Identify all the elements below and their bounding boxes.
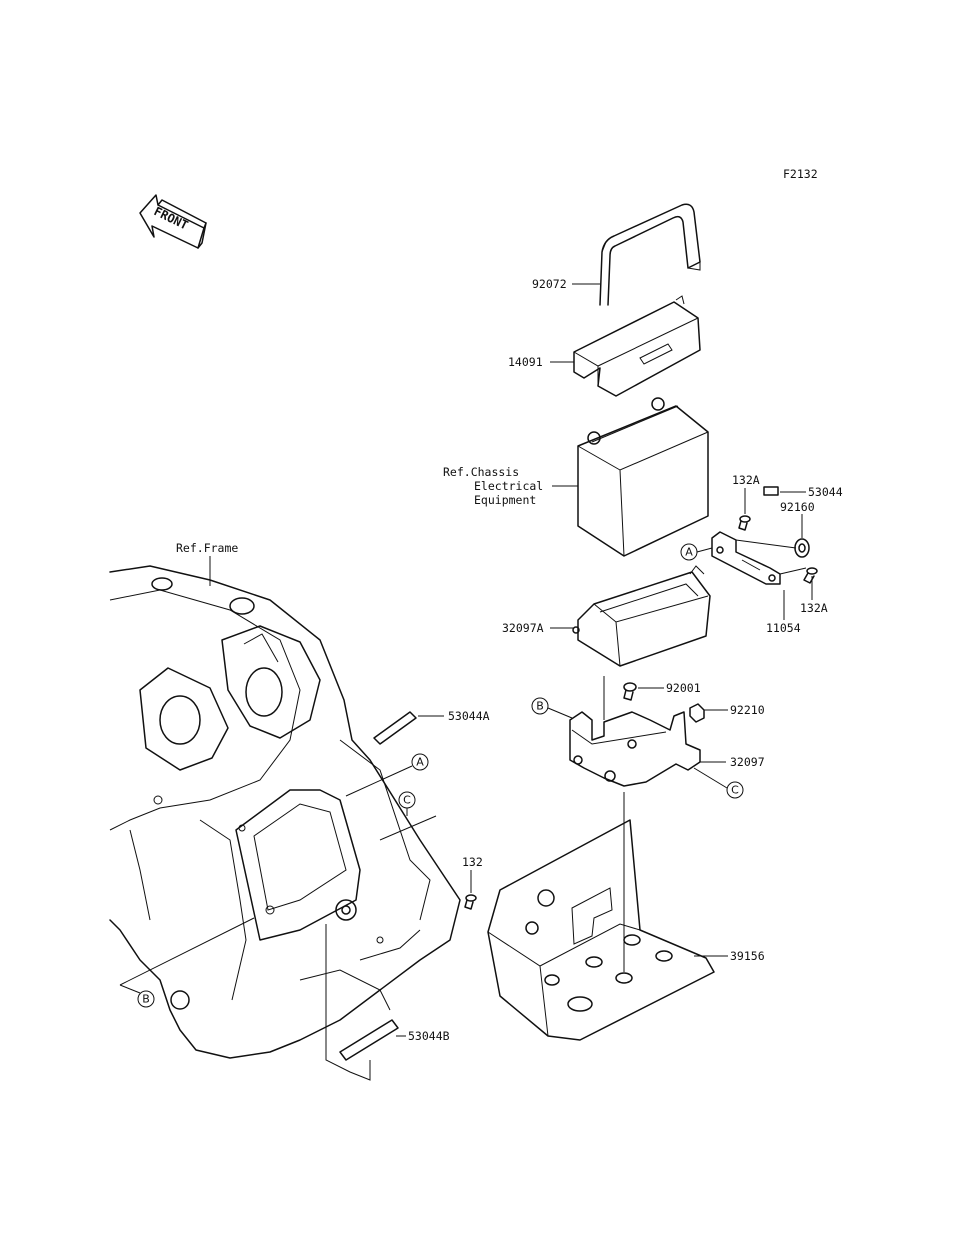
part-53044B-label: 53044B [408,1029,450,1043]
svg-text:A: A [685,546,693,559]
collar-53044 [763,486,779,496]
damper-92160 [794,538,810,558]
collar-53044A [373,711,417,745]
part-92072-label: 92072 [532,277,567,291]
part-92210-label: 92210 [730,703,765,717]
bolt-132 [464,894,477,910]
part-32097-label: 32097 [730,755,765,769]
front-arrow-icon: FRONT [139,194,207,249]
part-39156-label: 39156 [730,949,765,963]
ref-chassis-line2: Electrical [474,479,543,493]
figure-code: F2132 [783,167,818,181]
part-11054-label: 11054 [766,621,801,635]
part-14091-label: 14091 [508,355,543,369]
part-53044A-label: 53044A [448,709,490,723]
ref-frame-label: Ref.Frame [176,541,238,555]
part-132A-bottom-label: 132A [800,601,828,615]
frame [109,565,461,1059]
tray-39156 [487,819,715,1041]
bracket-11054 [711,531,807,585]
svg-text:C: C [403,794,411,807]
nut-92210 [689,703,705,723]
part-132A-top-label: 132A [732,473,760,487]
battery-strap-92072 [599,203,701,306]
part-92160-label: 92160 [780,500,815,514]
callout-A-upper: A [680,543,698,561]
battery-cover-14091 [573,295,701,397]
svg-text:A: A [416,756,424,769]
svg-text:C: C [731,784,739,797]
bolt-132A-top [738,515,751,531]
svg-text:B: B [142,993,150,1006]
svg-text:B: B [536,700,544,713]
bracket-32097 [569,711,701,787]
battery [577,397,709,557]
part-53044-label: 53044 [808,485,843,499]
part-32097A-label: 32097A [502,621,544,635]
callout-C-lower: C [398,791,416,809]
callout-B-upper: B [531,697,549,715]
callout-C-upper: C [726,781,744,799]
callout-A-lower: A [411,753,429,771]
bolt-92001 [623,682,637,701]
part-92001-label: 92001 [666,681,701,695]
part-132-label: 132 [462,855,483,869]
ref-chassis-line1: Ref.Chassis [443,465,519,479]
callout-B-lower: B [137,990,155,1008]
ref-chassis-line3: Equipment [474,493,536,507]
bolt-132A-bottom [803,567,818,584]
collar-53044B [339,1019,399,1061]
battery-case-32097A [572,565,711,667]
